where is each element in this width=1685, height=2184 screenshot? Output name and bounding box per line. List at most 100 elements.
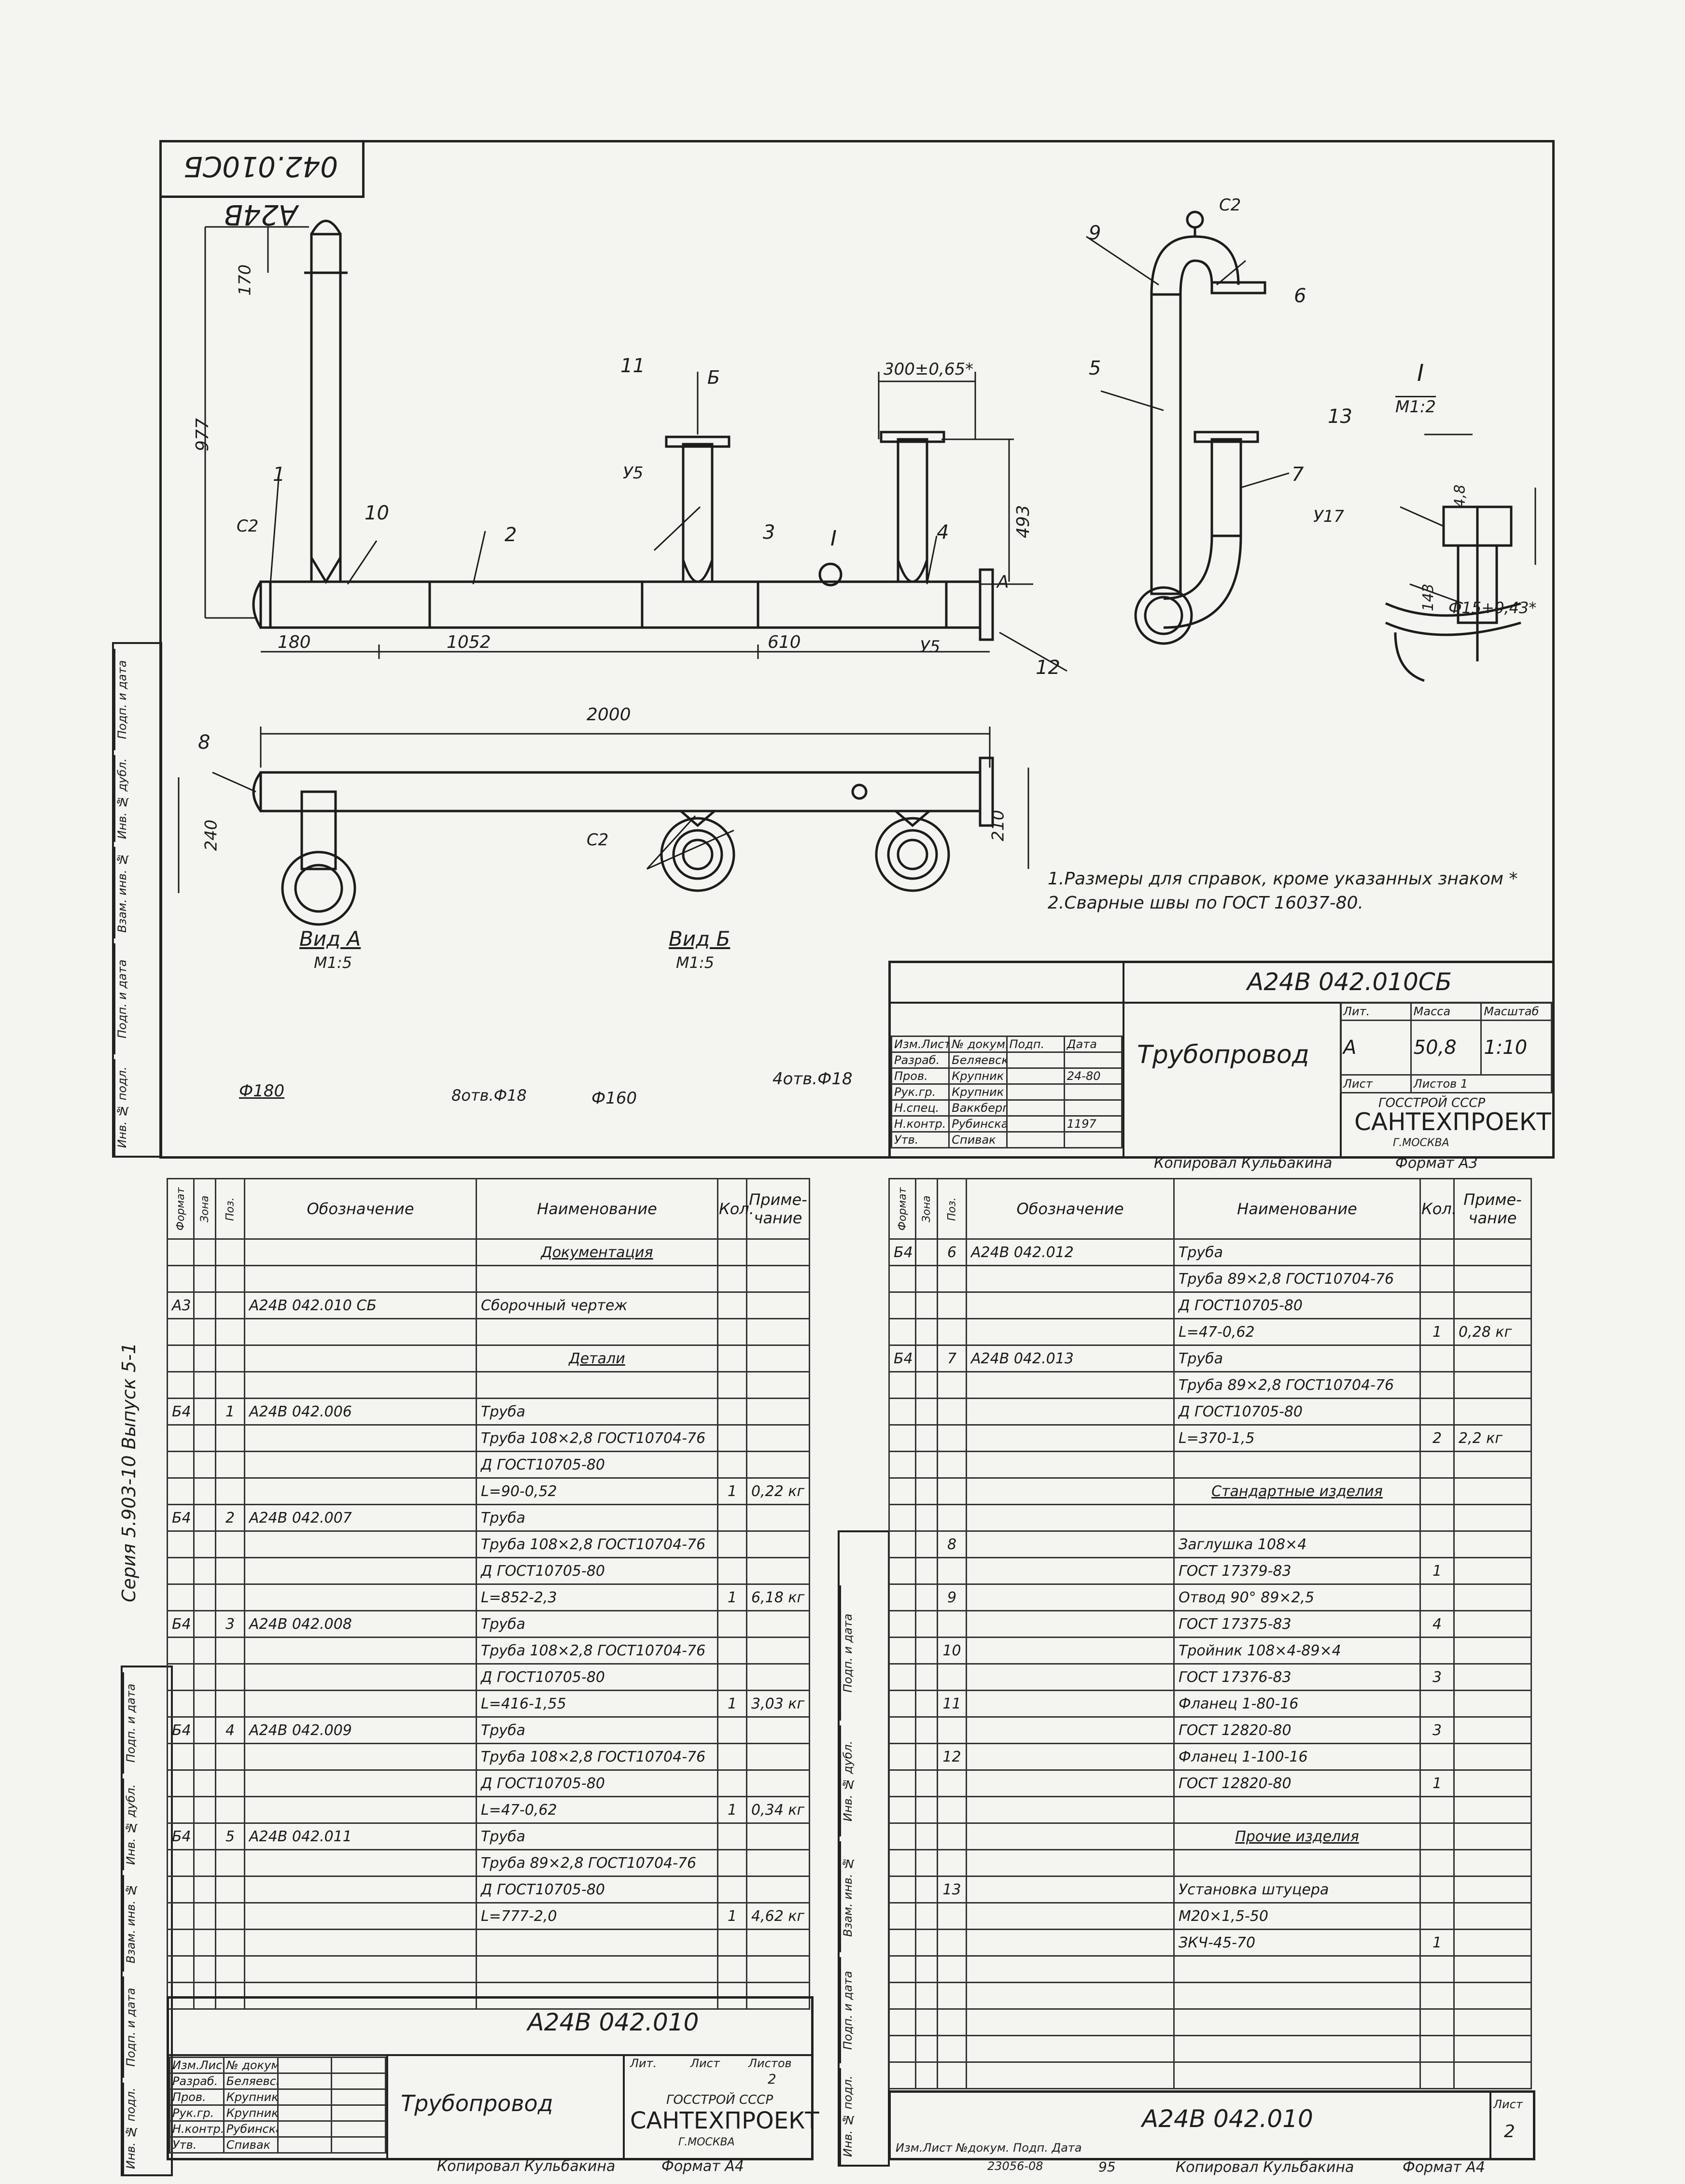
spec-right-cell-d — [966, 1637, 1175, 1665]
sbl-vzam: Взам. инв. № — [123, 1875, 147, 1972]
spec-left-cell-p — [215, 1769, 245, 1797]
spec-right-cell-q — [1419, 1238, 1455, 1266]
series-label: Серия 5.903-10 Выпуск 5-1 — [118, 1303, 157, 1641]
spec-right-cell-r — [1453, 1929, 1532, 1957]
dim-holes-b: 4отв.Ф18 — [772, 1069, 853, 1089]
spec-right-cell-z — [915, 1849, 938, 1877]
spec-right-cell-f — [888, 1557, 916, 1585]
spec-right-cell-q: 2 — [1419, 1424, 1455, 1452]
spec-left-cell-d: А24В 042.007 — [244, 1504, 477, 1532]
spec-right-cell-q — [1419, 1371, 1455, 1399]
spec-left-cell-q — [717, 1265, 747, 1293]
spec-right-cell-z — [915, 1822, 938, 1850]
branch-4 — [897, 438, 928, 583]
spec-right-cell-f — [888, 1398, 916, 1426]
tbr-sheet-no: 2 — [1504, 2122, 1515, 2142]
spec-left-cell-r — [746, 1982, 810, 2010]
spec-left-row — [167, 1371, 810, 1399]
spec-right-cell-p — [937, 1398, 967, 1426]
spec-right-header-2: Поз. — [937, 1178, 967, 1239]
role-cell-sign — [1006, 1051, 1065, 1069]
spec-right-cell-z — [915, 1265, 938, 1293]
spec-right-cell-z — [915, 1876, 938, 1904]
spec-right-cell-q — [1419, 1822, 1455, 1850]
spec-right-cell-n: L=47-0,62 — [1173, 1318, 1421, 1346]
spec-left-cell-z — [193, 1716, 216, 1744]
spec-left-cell-d — [244, 1583, 477, 1611]
role-cell-role: Утв. — [169, 2136, 225, 2154]
spec-right-cell-z — [915, 1318, 938, 1346]
role-cell-name: Ваккберг — [948, 1099, 1008, 1117]
spec-left-cell-q: 1 — [717, 1902, 747, 1930]
spec-left-cell-d — [244, 1238, 477, 1266]
spec-right-cell-q — [1419, 1743, 1455, 1771]
spec-right-cell-r — [1453, 1769, 1532, 1797]
dim-180: 180 — [278, 632, 311, 652]
spec-left-cell-n: Сборочный чертеж — [476, 1291, 718, 1319]
side-label-podp-data-2: Подп. и дата — [114, 649, 139, 750]
spec-right-cell-z — [915, 1371, 938, 1399]
riser-pipe — [310, 233, 342, 583]
plan-flange-3-outer — [875, 817, 950, 892]
spec-right-header-4: Наименование — [1173, 1178, 1421, 1240]
spec-right-cell-r — [1453, 1982, 1532, 2010]
spec-left-cell-n: Труба 108×2,8 ГОСТ10704-76 — [476, 1637, 718, 1665]
spec-right-cell-z — [915, 1424, 938, 1452]
spec-left-cell-f — [167, 1557, 195, 1585]
spec-right-cell-p: 13 — [937, 1876, 967, 1904]
role-cell-empty — [277, 2104, 333, 2122]
spec-right-cell-f — [888, 2008, 916, 2036]
spec-right-cell-r — [1453, 1371, 1532, 1399]
spec-right-cell-n: Установка штуцера — [1173, 1876, 1421, 1904]
spec-left-cell-q — [717, 1982, 747, 2010]
side-stamp-top: Инв. № подл. Подп. и дата Взам. инв. № И… — [112, 642, 162, 1158]
dim-210: 210 — [988, 810, 1008, 841]
spec-right-cell-f — [888, 1690, 916, 1718]
spec-right-cell-p — [937, 1504, 967, 1532]
spec-right-cell-d — [966, 1424, 1175, 1452]
tbr-format: Формат А4 — [1403, 2159, 1485, 2176]
spec-right-header-5: Кол. — [1419, 1178, 1457, 1240]
spec-right-cell-p — [937, 1424, 967, 1452]
spec-right-row — [888, 1955, 1532, 1983]
spec-right-row: Стандартные изделия — [888, 1477, 1532, 1505]
spec-left-cell-z — [193, 1902, 216, 1930]
spec-left-cell-r: 4,62 кг — [746, 1902, 810, 1930]
spec-right-cell-q — [1419, 1876, 1455, 1904]
spec-right-cell-f — [888, 1769, 916, 1797]
spec-right-cell-p — [937, 1716, 967, 1744]
spec-left-cell-p — [215, 1371, 245, 1399]
spec-right-cell-d — [966, 1504, 1175, 1532]
spec-left-header-5: Кол. — [717, 1178, 754, 1240]
spec-right-row — [888, 1982, 1532, 2010]
spec-left-cell-z — [193, 1371, 216, 1399]
spec-right-cell-q — [1419, 1265, 1455, 1293]
role-cell-date: 1197 — [1063, 1115, 1123, 1133]
role-cell-name: Крупник — [948, 1067, 1008, 1085]
sbl-inv-dubl: Инв. № дубл. — [123, 1778, 147, 1870]
spec-right-cell-d — [966, 1690, 1175, 1718]
side-label-inv-podl: Инв. № подл. — [114, 1059, 139, 1156]
spec-left-cell-r — [746, 1769, 810, 1797]
spec-right-cell-f — [888, 2061, 916, 2089]
tbl-sheet: Лист — [690, 2057, 720, 2070]
spec-left-cell-z — [193, 1876, 216, 1904]
spec-left-cell-q — [717, 1238, 747, 1266]
spec-left-cell-d — [244, 1982, 477, 2010]
title-block-bottom-left: А24В 042.010 Трубопровод Лит. Лист Листо… — [167, 1996, 819, 2160]
spec-left-header-4: Наименование — [476, 1178, 718, 1240]
riser-cap — [310, 220, 342, 235]
spec-left-cell-z — [193, 1955, 216, 1983]
spec-right-cell-n: Фланец 1-100-16 — [1173, 1743, 1421, 1771]
role-cell-role: Н.контр. — [890, 1115, 950, 1133]
spec-right-cell-n: Фланец 1-80-16 — [1173, 1690, 1421, 1718]
spec-right-cell-f — [888, 1849, 916, 1877]
spec-right-cell-r — [1453, 1610, 1532, 1638]
spec-left-cell-p — [215, 1955, 245, 1983]
pos-12: 12 — [1036, 657, 1060, 679]
spec-right-cell-q — [1419, 1398, 1455, 1426]
spec-left-cell-n — [476, 1265, 718, 1293]
